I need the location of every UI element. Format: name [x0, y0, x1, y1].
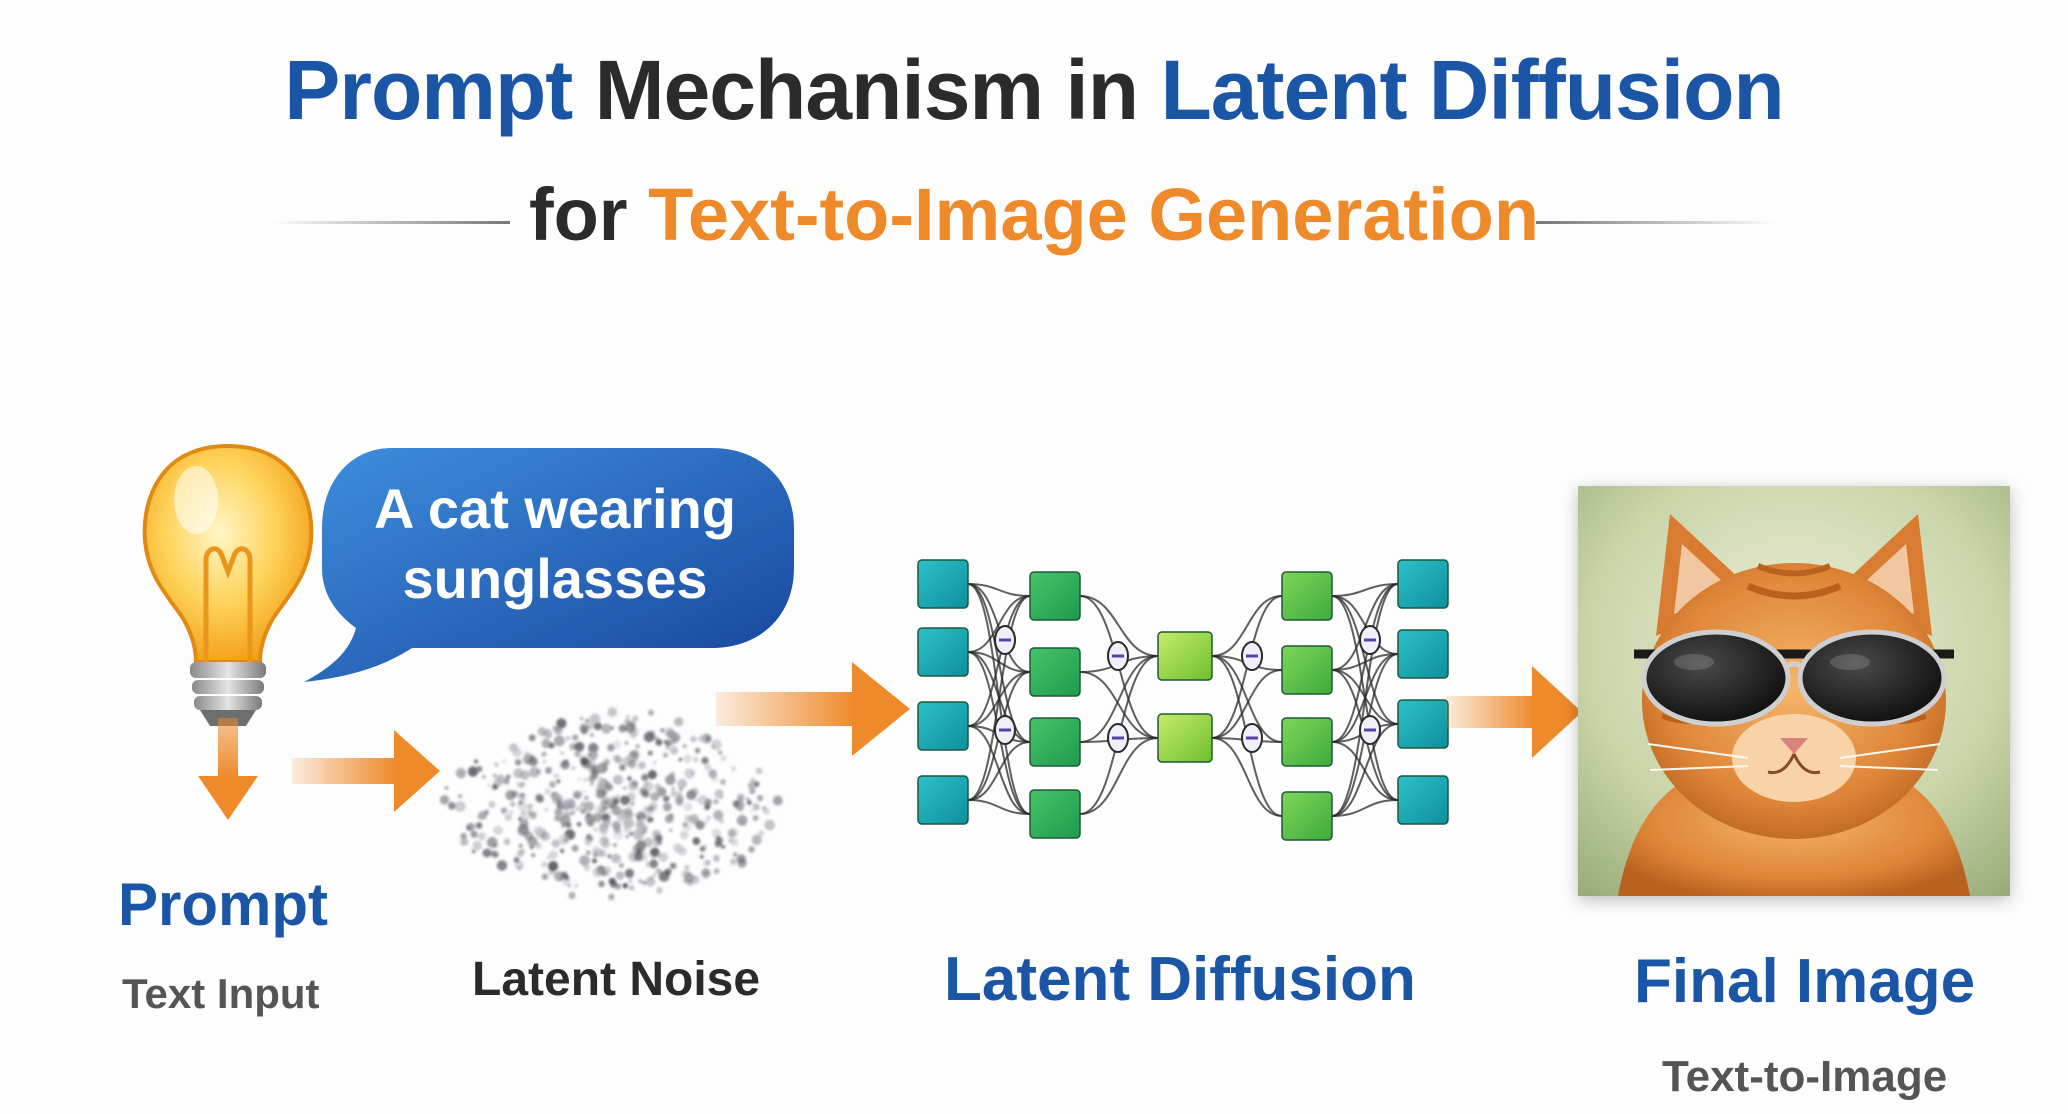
- page-subtitle: for Text-to-Image Generation: [0, 172, 2068, 257]
- subtitle-for: for: [528, 173, 628, 256]
- speech-bubble: [304, 448, 794, 682]
- lightbulb-icon: [142, 443, 314, 726]
- cat-illustration: [1578, 486, 2010, 896]
- noise-cloud: [439, 707, 783, 901]
- unet-network: [917, 559, 1449, 841]
- arrow-to-diffusion: [716, 662, 910, 756]
- title-latent-diffusion: Latent Diffusion: [1160, 43, 1784, 137]
- prompt-sublabel: Text Input: [122, 970, 320, 1017]
- prompt-bubble-text: A cat wearing sunglasses: [335, 474, 775, 614]
- subtitle-rule-right: [1536, 221, 1776, 224]
- cat-photo: [1578, 486, 2010, 896]
- bubble-line-1: A cat wearing: [373, 477, 737, 540]
- prompt-label: Prompt: [118, 871, 328, 938]
- diffusion-label: Latent Diffusion: [944, 945, 1416, 1014]
- title-prompt: Prompt: [284, 43, 573, 137]
- arrow-down: [198, 718, 258, 820]
- arrow-to-noise: [292, 730, 440, 812]
- subtitle-generation: Text-to-Image Generation: [648, 173, 1540, 256]
- page-title: Prompt Mechanism in Latent Diffusion: [0, 42, 2068, 139]
- bubble-line-2: sunglasses: [402, 547, 708, 610]
- subtitle-rule-left: [270, 221, 510, 224]
- arrow-to-image: [1446, 666, 1582, 758]
- final-image-label: Final Image: [1634, 947, 1976, 1016]
- title-mechanism: Mechanism in: [594, 43, 1139, 137]
- final-image-sublabel: Text-to-Image: [1662, 1052, 1948, 1101]
- noise-label: Latent Noise: [472, 953, 761, 1006]
